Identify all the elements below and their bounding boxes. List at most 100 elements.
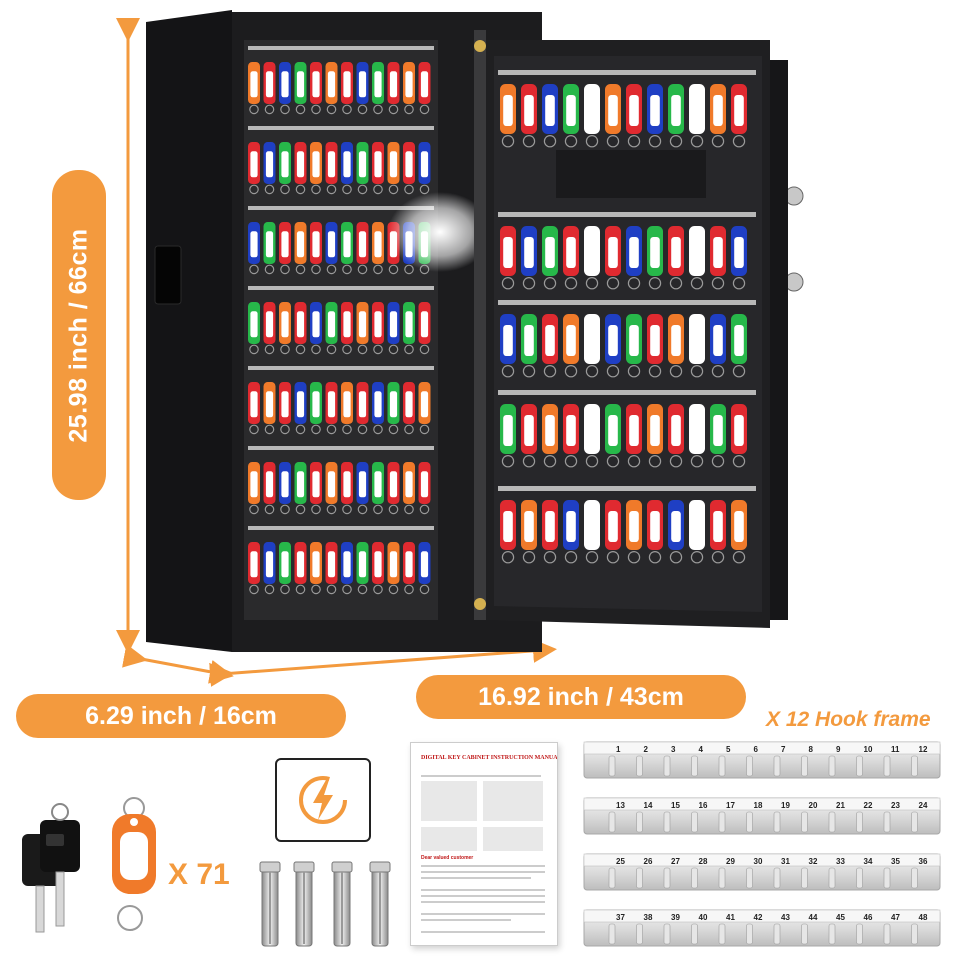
- key-tag: [626, 500, 642, 564]
- key-tag: [584, 404, 600, 468]
- interior-key-rows: [248, 46, 434, 595]
- key-tag: [248, 542, 260, 595]
- key-tag: [279, 222, 291, 275]
- key-tag: [387, 382, 400, 435]
- key-tag: [356, 142, 369, 195]
- hook-number: 31: [781, 857, 790, 866]
- key-tag: [605, 500, 621, 564]
- key-tag: [372, 142, 384, 195]
- key-tag: [310, 542, 322, 595]
- instruction-manual: DIGITAL KEY CABINET INSTRUCTION MANUAL D…: [410, 742, 558, 946]
- key-tag: [563, 500, 579, 564]
- hook-number: 46: [864, 913, 873, 922]
- hook-number: 41: [726, 913, 735, 922]
- key-tag: [584, 226, 600, 290]
- key-tag: [248, 462, 260, 515]
- key-tag: [279, 462, 291, 515]
- hook-number: 43: [781, 913, 790, 922]
- key-tag: [310, 142, 322, 195]
- key-tag: [310, 462, 322, 515]
- key-tag: [731, 84, 747, 148]
- key-tag: [647, 314, 663, 378]
- key-tag: [356, 542, 369, 595]
- key-tag: [341, 542, 353, 595]
- key-tag: [310, 62, 322, 115]
- key-tag: [341, 462, 353, 515]
- hook-number: 15: [671, 801, 680, 810]
- key-tag: [372, 462, 384, 515]
- hook-number: 39: [671, 913, 680, 922]
- hook-number: 10: [864, 745, 873, 754]
- hook-number: 29: [726, 857, 735, 866]
- key-tag: [584, 84, 600, 148]
- key-tag: [325, 302, 338, 355]
- key-tag: [689, 404, 705, 468]
- hook-number: 20: [809, 801, 818, 810]
- key-tag: [294, 302, 307, 355]
- hook-number: 42: [754, 913, 763, 922]
- key-tag: [668, 314, 684, 378]
- key-tag: [710, 314, 726, 378]
- hook-number: 47: [891, 913, 900, 922]
- key-tag: [584, 500, 600, 564]
- hook-number: 3: [671, 745, 676, 754]
- width-text: 16.92 inch / 43cm: [478, 682, 684, 711]
- key-tag: [372, 302, 384, 355]
- key-tag: [563, 226, 579, 290]
- key-tag: [403, 302, 415, 355]
- key-tag: [500, 404, 516, 468]
- key-tag-icon: [112, 797, 156, 931]
- key-tag: [563, 404, 579, 468]
- hook-number: 38: [644, 913, 653, 922]
- hook-number: 7: [781, 745, 786, 754]
- hook-number: 8: [809, 745, 814, 754]
- hook-number: 18: [754, 801, 763, 810]
- depth-text: 6.29 inch / 16cm: [85, 701, 277, 730]
- hook-number: 45: [836, 913, 845, 922]
- key-tag: [563, 314, 579, 378]
- key-tag: [626, 314, 642, 378]
- key-tag: [248, 222, 260, 275]
- key-tag: [605, 84, 621, 148]
- hook-number: 5: [726, 745, 731, 754]
- key-tag: [387, 542, 400, 595]
- key-tag: [387, 462, 400, 515]
- hook-number: 9: [836, 745, 841, 754]
- key-tag: [710, 404, 726, 468]
- key-tag: [325, 542, 338, 595]
- key-tag: [341, 142, 353, 195]
- hook-number: 14: [644, 801, 653, 810]
- key-tag: [605, 314, 621, 378]
- key-tag: [500, 226, 516, 290]
- hook-number: 36: [919, 857, 928, 866]
- hook-number: 21: [836, 801, 845, 810]
- key-tag: [626, 404, 642, 468]
- key-tag: [294, 542, 307, 595]
- key-tag: [279, 542, 291, 595]
- key-tag: [356, 222, 369, 275]
- hook-number: 25: [616, 857, 625, 866]
- key-tag: [710, 226, 726, 290]
- hook-number: 13: [616, 801, 625, 810]
- key-tag: [403, 462, 415, 515]
- light-flash: [388, 192, 492, 272]
- key-tag: [294, 382, 307, 435]
- key-tag: [263, 542, 276, 595]
- key-tag: [248, 142, 260, 195]
- hook-number: 27: [671, 857, 680, 866]
- hook-number: 48: [919, 913, 928, 922]
- key-tag: [668, 404, 684, 468]
- key-tag: [341, 62, 353, 115]
- key-tag: [542, 226, 558, 290]
- key-tag: [263, 382, 276, 435]
- hook-number: 33: [836, 857, 845, 866]
- keys-icon: [22, 803, 80, 933]
- hook-frame-count-label: X 12 Hook frame: [766, 708, 931, 731]
- key-tag: [418, 542, 431, 595]
- hook-number: 32: [809, 857, 818, 866]
- cabinet-lock-slot: [154, 245, 182, 305]
